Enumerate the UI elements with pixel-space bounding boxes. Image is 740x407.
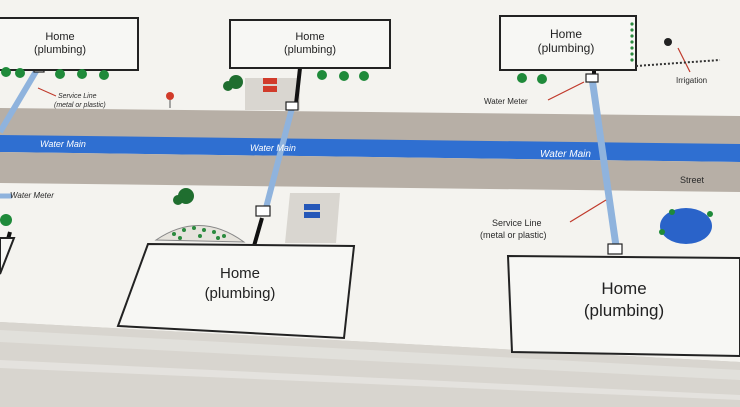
street-label: Street (680, 175, 705, 185)
private-line-bottom (252, 217, 264, 247)
water-main-label: Water Main (540, 149, 591, 160)
home-label-line2: (plumbing) (34, 44, 86, 56)
water-meter-pointer (547, 81, 585, 101)
car-blue-icon (304, 204, 320, 218)
home-label-line1: Home (295, 31, 324, 43)
car-red-icon (263, 78, 277, 92)
road-lower (0, 152, 740, 192)
home-top-center (229, 19, 391, 69)
water-meter-box-5 (607, 243, 623, 255)
home-label-line2: (plumbing) (205, 285, 276, 302)
stop-sign-icon (166, 92, 174, 100)
water-meter-box-2 (285, 101, 299, 111)
water-main-pipe (0, 135, 740, 162)
service-line-label-line2: (metal or plastic) (54, 102, 106, 109)
home-label-line1: Home (550, 27, 582, 41)
road-upper (0, 108, 740, 146)
water-main-label: Water Main (40, 139, 86, 149)
home-top-left (0, 17, 139, 71)
home-label-line1: Home (220, 265, 260, 282)
tree-icons (0, 67, 547, 226)
hedge-dots (630, 22, 634, 62)
home-label-line2: (plumbing) (284, 44, 336, 56)
service-line-label-line1: Service Line (58, 93, 97, 100)
irrigation-pointer (677, 47, 691, 73)
home-bottom-right (506, 254, 740, 358)
service-line-pointer (569, 199, 607, 223)
home-label-line2: (plumbing) (584, 301, 664, 320)
home-label-line2: (plumbing) (538, 41, 595, 55)
irrigation-label: Irrigation (676, 76, 707, 85)
garden-bed (154, 225, 246, 243)
water-meter-label: Water Meter (484, 97, 528, 106)
sprinkler-icon (664, 38, 672, 46)
service-line-pointer (37, 87, 57, 97)
water-meter-label: Water Meter (10, 191, 54, 200)
water-main-label: Water Main (250, 143, 296, 153)
home-label-line1: Home (45, 31, 74, 43)
private-line-top (294, 67, 302, 105)
home-bottom-left-partial (0, 237, 16, 275)
water-meter-box-3 (585, 73, 599, 83)
home-bottom-center (116, 242, 356, 340)
home-top-right (499, 15, 637, 71)
garden-dots (172, 226, 226, 240)
service-line-pipe-3 (588, 77, 620, 247)
home-label-line1: Home (601, 279, 646, 298)
service-line-label-line2: (metal or plastic) (480, 230, 547, 240)
service-line-pipe-2 (263, 107, 295, 209)
water-meter-box-4 (255, 205, 271, 217)
pond (660, 208, 712, 244)
service-line-pipe-1 (0, 66, 41, 134)
service-line-label-line1: Service Line (492, 218, 542, 228)
